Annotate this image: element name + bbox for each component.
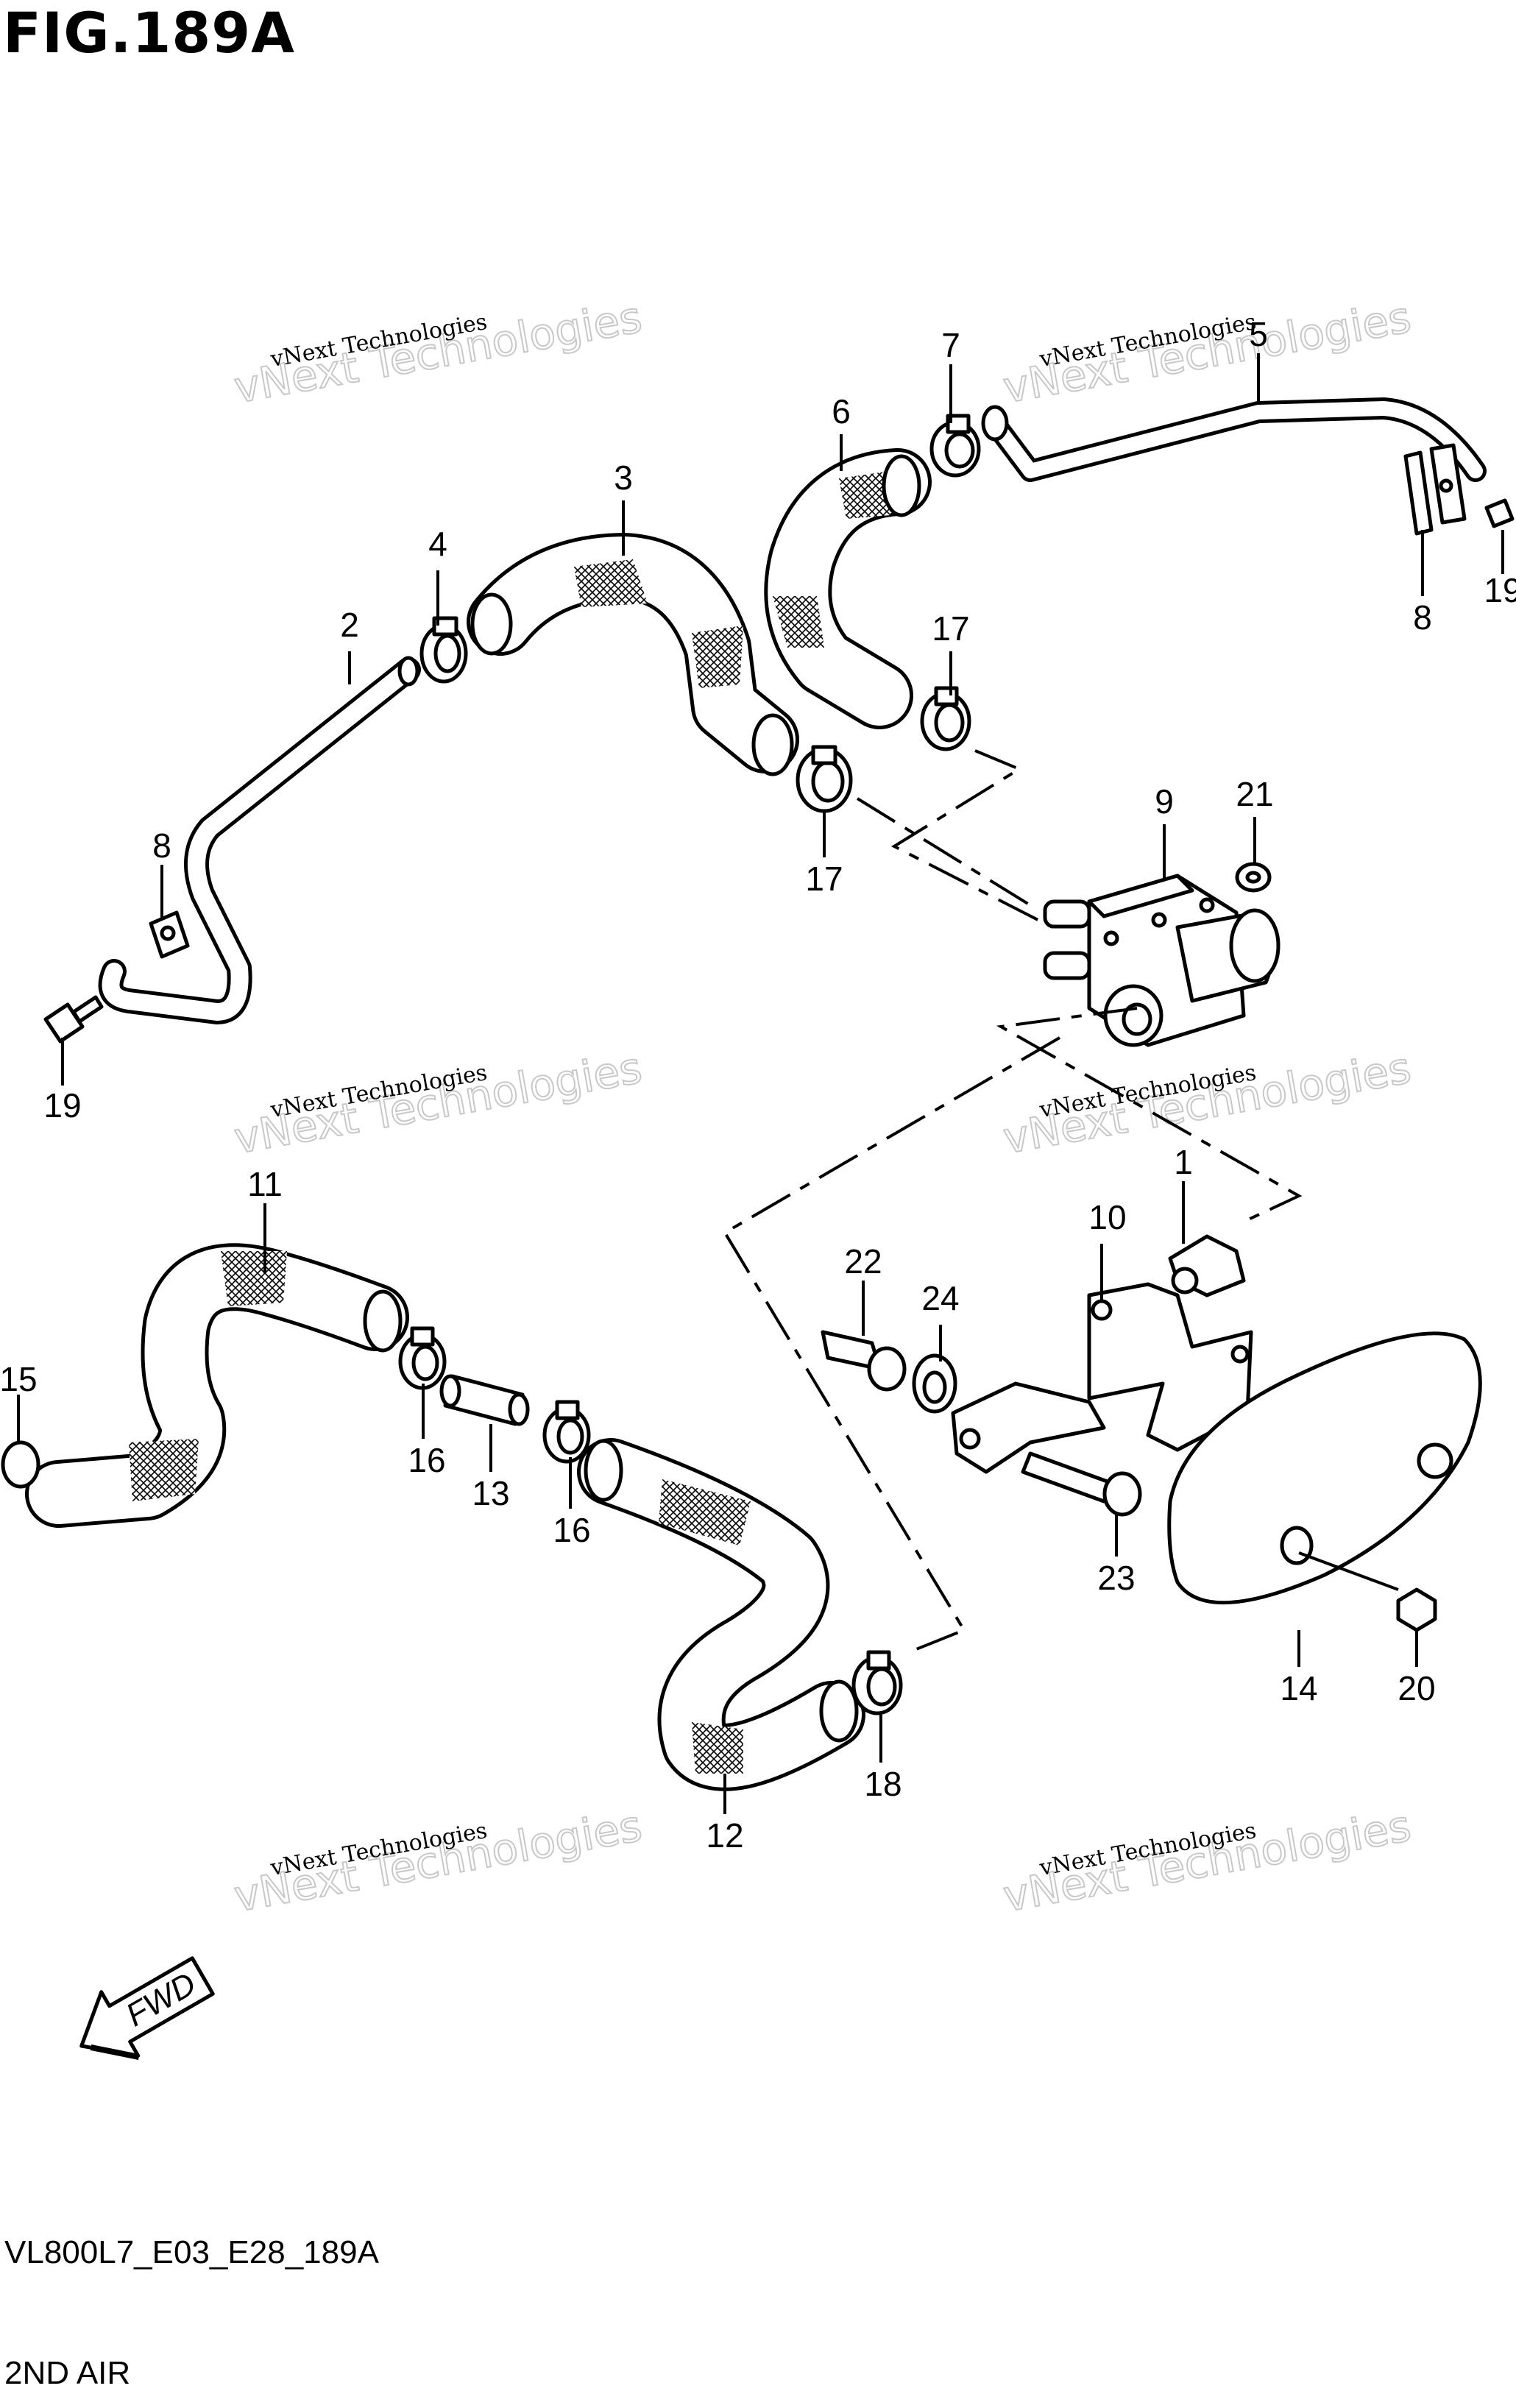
callout-19-right: 19	[1484, 571, 1516, 609]
callout-20: 20	[1398, 1669, 1435, 1707]
figure-title: FIG.189A	[3, 0, 295, 65]
callout-22: 22	[844, 1242, 882, 1281]
assembly-guide-lines	[723, 749, 1303, 1654]
part-20-nut	[1396, 1587, 1437, 1632]
callout-23: 23	[1097, 1559, 1135, 1597]
callout-9: 9	[1155, 782, 1174, 821]
part-21-washer	[1235, 862, 1272, 893]
callout-18: 18	[864, 1765, 902, 1803]
part-1-fitting	[1168, 1234, 1246, 1297]
leader-lines	[17, 353, 1504, 1814]
callout-labels: 2 4 3 6 7 5 8 8 19 17 17 9 21 19 1 10 11…	[0, 315, 1516, 1855]
part-17-clamp-lower	[796, 745, 853, 813]
part-19-bolt-left	[43, 995, 104, 1044]
callout-12: 12	[706, 1816, 743, 1855]
part-19-bolt-right	[1484, 498, 1515, 528]
part-18-clamp	[851, 1650, 903, 1715]
part-11-hose	[25, 1243, 409, 1528]
callout-10: 10	[1088, 1198, 1126, 1236]
part-3-hose	[467, 533, 799, 776]
callout-21: 21	[1236, 775, 1273, 813]
callout-13: 13	[472, 1474, 509, 1512]
callout-8-right: 8	[1413, 598, 1432, 637]
part-13-connector-pipe	[439, 1374, 530, 1426]
part-17-clamp-upper	[920, 686, 971, 751]
callout-16-left: 16	[408, 1441, 445, 1479]
callout-24: 24	[921, 1279, 959, 1317]
part-8-bracket-left	[149, 910, 190, 959]
part-23-bolt	[951, 1381, 1142, 1517]
callout-1: 1	[1174, 1143, 1193, 1181]
callout-2: 2	[340, 606, 359, 644]
callout-16-right: 16	[553, 1511, 590, 1549]
callout-11: 11	[247, 1165, 283, 1203]
callout-17-upper: 17	[932, 609, 969, 648]
part-15-clip	[1, 1440, 40, 1489]
part-12-hose	[577, 1438, 865, 1791]
callout-3: 3	[614, 458, 633, 497]
forward-direction-arrow: FWD	[79, 1956, 215, 2060]
part-4-clamp	[419, 616, 468, 684]
callout-8-left: 8	[152, 826, 171, 865]
section-name: 2ND AIR	[4, 2355, 131, 2391]
part-14-air-cleaner-case	[1167, 1331, 1482, 1605]
part-6-hose	[764, 448, 932, 729]
part-2-pipe	[98, 656, 421, 1024]
part-16-clamp-right	[542, 1400, 591, 1464]
callout-19-left: 19	[43, 1086, 81, 1125]
part-22-collar	[821, 1330, 907, 1392]
callout-14: 14	[1280, 1669, 1317, 1707]
part-16-clamp-left	[398, 1326, 447, 1390]
callout-6: 6	[832, 392, 851, 431]
part-8-bracket-right	[1403, 443, 1467, 536]
callout-5: 5	[1249, 315, 1268, 353]
part-24-grommet	[912, 1353, 957, 1414]
part-9-reed-valve-assembly	[1043, 874, 1281, 1047]
part-5-pipe	[981, 397, 1487, 482]
callout-4: 4	[428, 525, 447, 563]
part-7-clamp	[929, 414, 981, 478]
callout-15: 15	[0, 1360, 38, 1398]
callout-7: 7	[941, 326, 960, 364]
callout-17-lower: 17	[805, 860, 843, 898]
model-code: VL800L7_E03_E28_189A	[4, 2234, 379, 2270]
